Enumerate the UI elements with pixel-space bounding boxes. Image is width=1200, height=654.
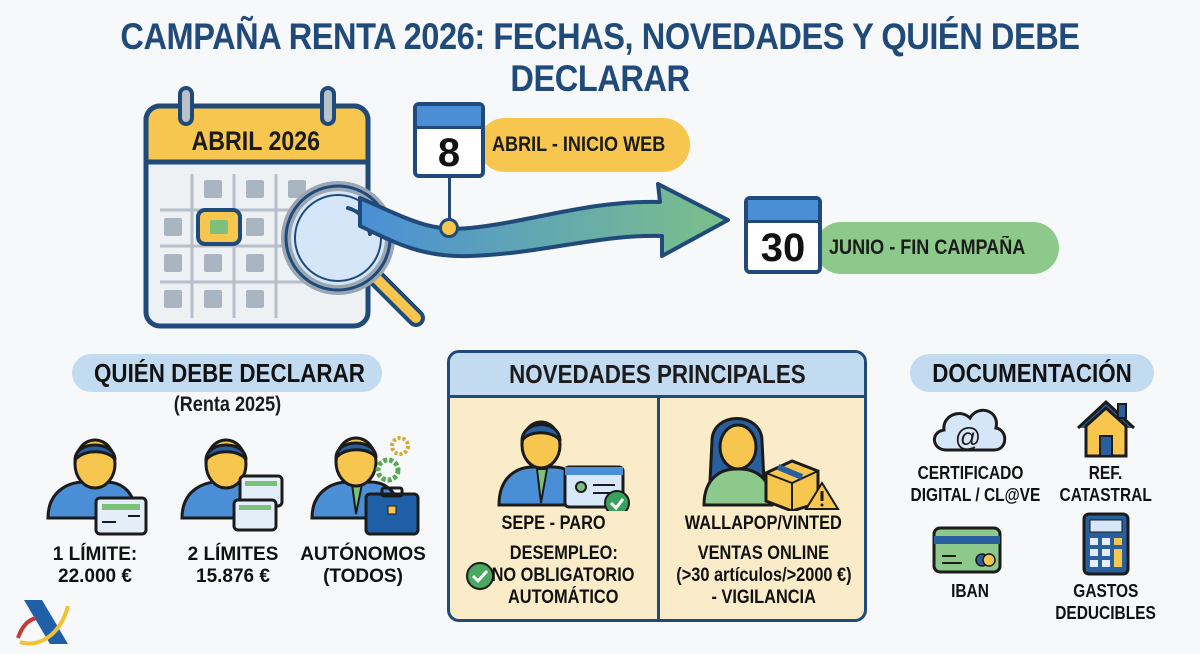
start-date-calendar-icon: 8 bbox=[413, 102, 485, 178]
who-item-3-label: AUTÓNOMOS(TODOS) bbox=[300, 544, 426, 587]
end-date-calendar-icon: 30 bbox=[744, 196, 822, 274]
novedades-right-text: VENTAS ONLINE (>30 artículos/>2000 €) - … bbox=[675, 543, 852, 608]
start-date-pill: ABRIL - INICIO WEB bbox=[478, 118, 690, 172]
doc-item-iban-label: IBAN bbox=[951, 581, 989, 601]
calculator-icon bbox=[1082, 512, 1130, 576]
doc-item-catastral-label: REF. CATASTRAL bbox=[1059, 463, 1153, 505]
who-subheading: (Renta 2025) bbox=[173, 393, 281, 416]
person-with-id-card-check-icon bbox=[497, 420, 630, 511]
check-circle-icon bbox=[466, 562, 494, 590]
agencia-tributaria-logo bbox=[16, 600, 70, 646]
timeline-connector bbox=[448, 170, 451, 228]
timeline-arrow-icon bbox=[358, 182, 730, 259]
page-title: CAMPAÑA RENTA 2026: FECHAS, NOVEDADES Y … bbox=[120, 16, 1080, 99]
cloud-at-icon: @ bbox=[933, 408, 1007, 452]
svg-text:@: @ bbox=[955, 422, 981, 452]
novedades-right-title: WALLAPOP/VINTED bbox=[684, 513, 843, 534]
timeline-dot bbox=[439, 218, 459, 238]
calendar-month-label: ABRIL 2026 bbox=[191, 126, 321, 156]
documentacion-heading: DOCUMENTACIÓN bbox=[910, 354, 1154, 392]
businessman-briefcase-gears-icon bbox=[310, 436, 420, 536]
woman-with-box-warning-icon bbox=[702, 417, 840, 511]
who-item-1-label: 1 LÍMITE:22.000 € bbox=[52, 544, 138, 587]
novedades-heading: NOVEDADES PRINCIPALES bbox=[450, 353, 864, 398]
credit-card-icon bbox=[932, 526, 1002, 574]
person-with-card-icon bbox=[46, 438, 148, 536]
doc-item-gastos-label: GASTOS DEDUCIBLES bbox=[1055, 581, 1157, 623]
novedades-panel: NOVEDADES PRINCIPALES SEPE - PARO DESEMP… bbox=[447, 350, 867, 622]
who-heading: QUIÉN DEBE DECLARAR bbox=[72, 354, 382, 392]
novedades-divider bbox=[657, 398, 660, 619]
house-icon bbox=[1076, 399, 1136, 458]
person-with-two-cards-icon bbox=[180, 438, 284, 532]
end-date-pill: JUNIO - FIN CAMPAÑA bbox=[815, 222, 1059, 274]
doc-item-certificado-label: CERTIFICADO DIGITAL / CL@VE bbox=[910, 463, 1041, 505]
novedades-left-text: DESEMPLEO: NO OBLIGATORIO AUTOMÁTICO bbox=[492, 543, 635, 608]
novedades-left-title: SEPE - PARO bbox=[501, 513, 606, 534]
